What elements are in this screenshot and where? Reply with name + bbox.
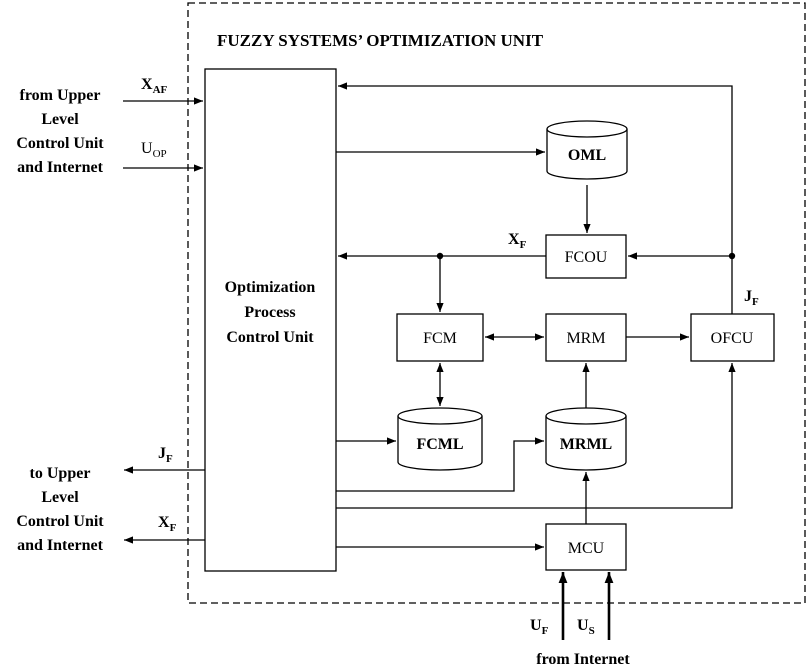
signal-u-op: UOP (141, 140, 167, 160)
control-unit-label-1: Optimization (225, 279, 316, 296)
mrml-label: MRML (560, 436, 612, 453)
ofcu-label: OFCU (711, 330, 754, 347)
signal-x-f-left: XF (158, 514, 177, 534)
to-upper-line-1: to Upper (30, 465, 91, 482)
control-unit-label-2: Process (244, 304, 295, 321)
signal-j-f-left: JF (158, 445, 173, 465)
junction-dot-feedback (728, 252, 736, 260)
from-upper-line-2: Level (41, 111, 79, 128)
ofcu-block: OFCU (690, 313, 775, 362)
signal-j-f-right: JF (744, 288, 759, 308)
to-upper-line-4: and Internet (17, 537, 103, 554)
control-unit-label-3: Control Unit (226, 329, 314, 346)
to-upper-line-3: Control Unit (16, 513, 104, 530)
fcm-label: FCM (423, 330, 457, 347)
oml-database: OML (546, 120, 628, 180)
signal-u-f: UF (530, 617, 549, 637)
from-upper-line-4: and Internet (17, 159, 103, 176)
mrml-database: MRML (545, 407, 627, 471)
optimization-process-control-unit: Optimization Process Control Unit (204, 68, 337, 572)
cu-to-ofcu-arrow (336, 363, 736, 509)
fcml-database: FCML (397, 407, 483, 471)
signal-x-af: XAF (141, 76, 168, 96)
mrm-block: MRM (545, 313, 627, 362)
fcou-block: FCOU (545, 234, 627, 279)
from-internet-label: from Internet (536, 651, 630, 668)
cu-to-mrml-arrow (336, 437, 544, 492)
to-upper-level-label: to Upper Level Control Unit and Internet (16, 465, 104, 554)
mcu-block: MCU (545, 523, 627, 571)
fcml-label: FCML (416, 436, 463, 453)
from-upper-line-3: Control Unit (16, 135, 104, 152)
oml-label: OML (568, 147, 606, 164)
ofcu-feedback-line (338, 82, 733, 314)
diagram-title: FUZZY SYSTEMS’ OPTIMIZATION UNIT (217, 31, 544, 50)
from-upper-level-label: from Upper Level Control Unit and Intern… (16, 87, 104, 176)
signal-u-s: US (577, 617, 595, 637)
fcm-block: FCM (396, 313, 484, 362)
junction-dot-xf (436, 252, 444, 260)
signal-x-f-top: XF (508, 231, 527, 251)
fcou-label: FCOU (565, 249, 608, 266)
mcu-label: MCU (568, 540, 605, 557)
mrm-label: MRM (566, 330, 605, 347)
unit-boundary (187, 2, 806, 604)
from-upper-line-1: from Upper (19, 87, 100, 104)
to-upper-line-2: Level (41, 489, 79, 506)
